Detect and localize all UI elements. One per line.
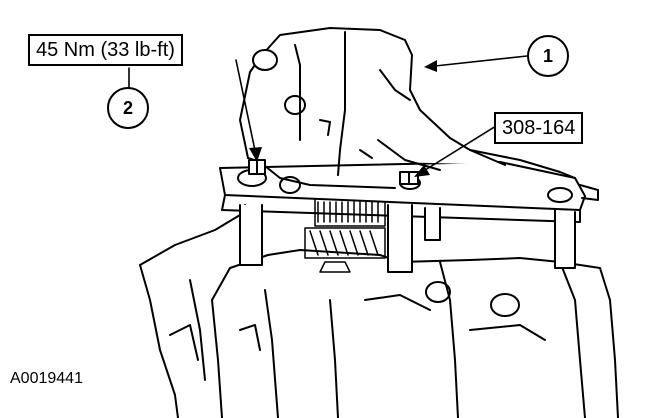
arrowheads [249,60,437,177]
bolt-right [399,171,419,185]
torque-spec-label: 45 Nm (33 lb-ft) [28,34,183,66]
special-tool-308-164 [219,161,599,273]
leader-callout-1 [434,55,528,67]
gear-cluster [304,197,386,273]
leader-tool [421,125,497,173]
callout-1: 1 [527,35,569,77]
bolt-left [248,159,266,175]
transaxle-lower-case [139,204,619,418]
arrowhead-tool [414,165,430,177]
figure-id: A0019441 [10,370,83,387]
leader-torque [235,59,258,161]
special-tool-label: 308-164 [494,112,584,144]
leader-lines [128,55,528,173]
arrowhead-torque [249,147,262,162]
arrowhead-callout-1 [424,60,437,72]
callout-2: 2 [107,87,149,129]
